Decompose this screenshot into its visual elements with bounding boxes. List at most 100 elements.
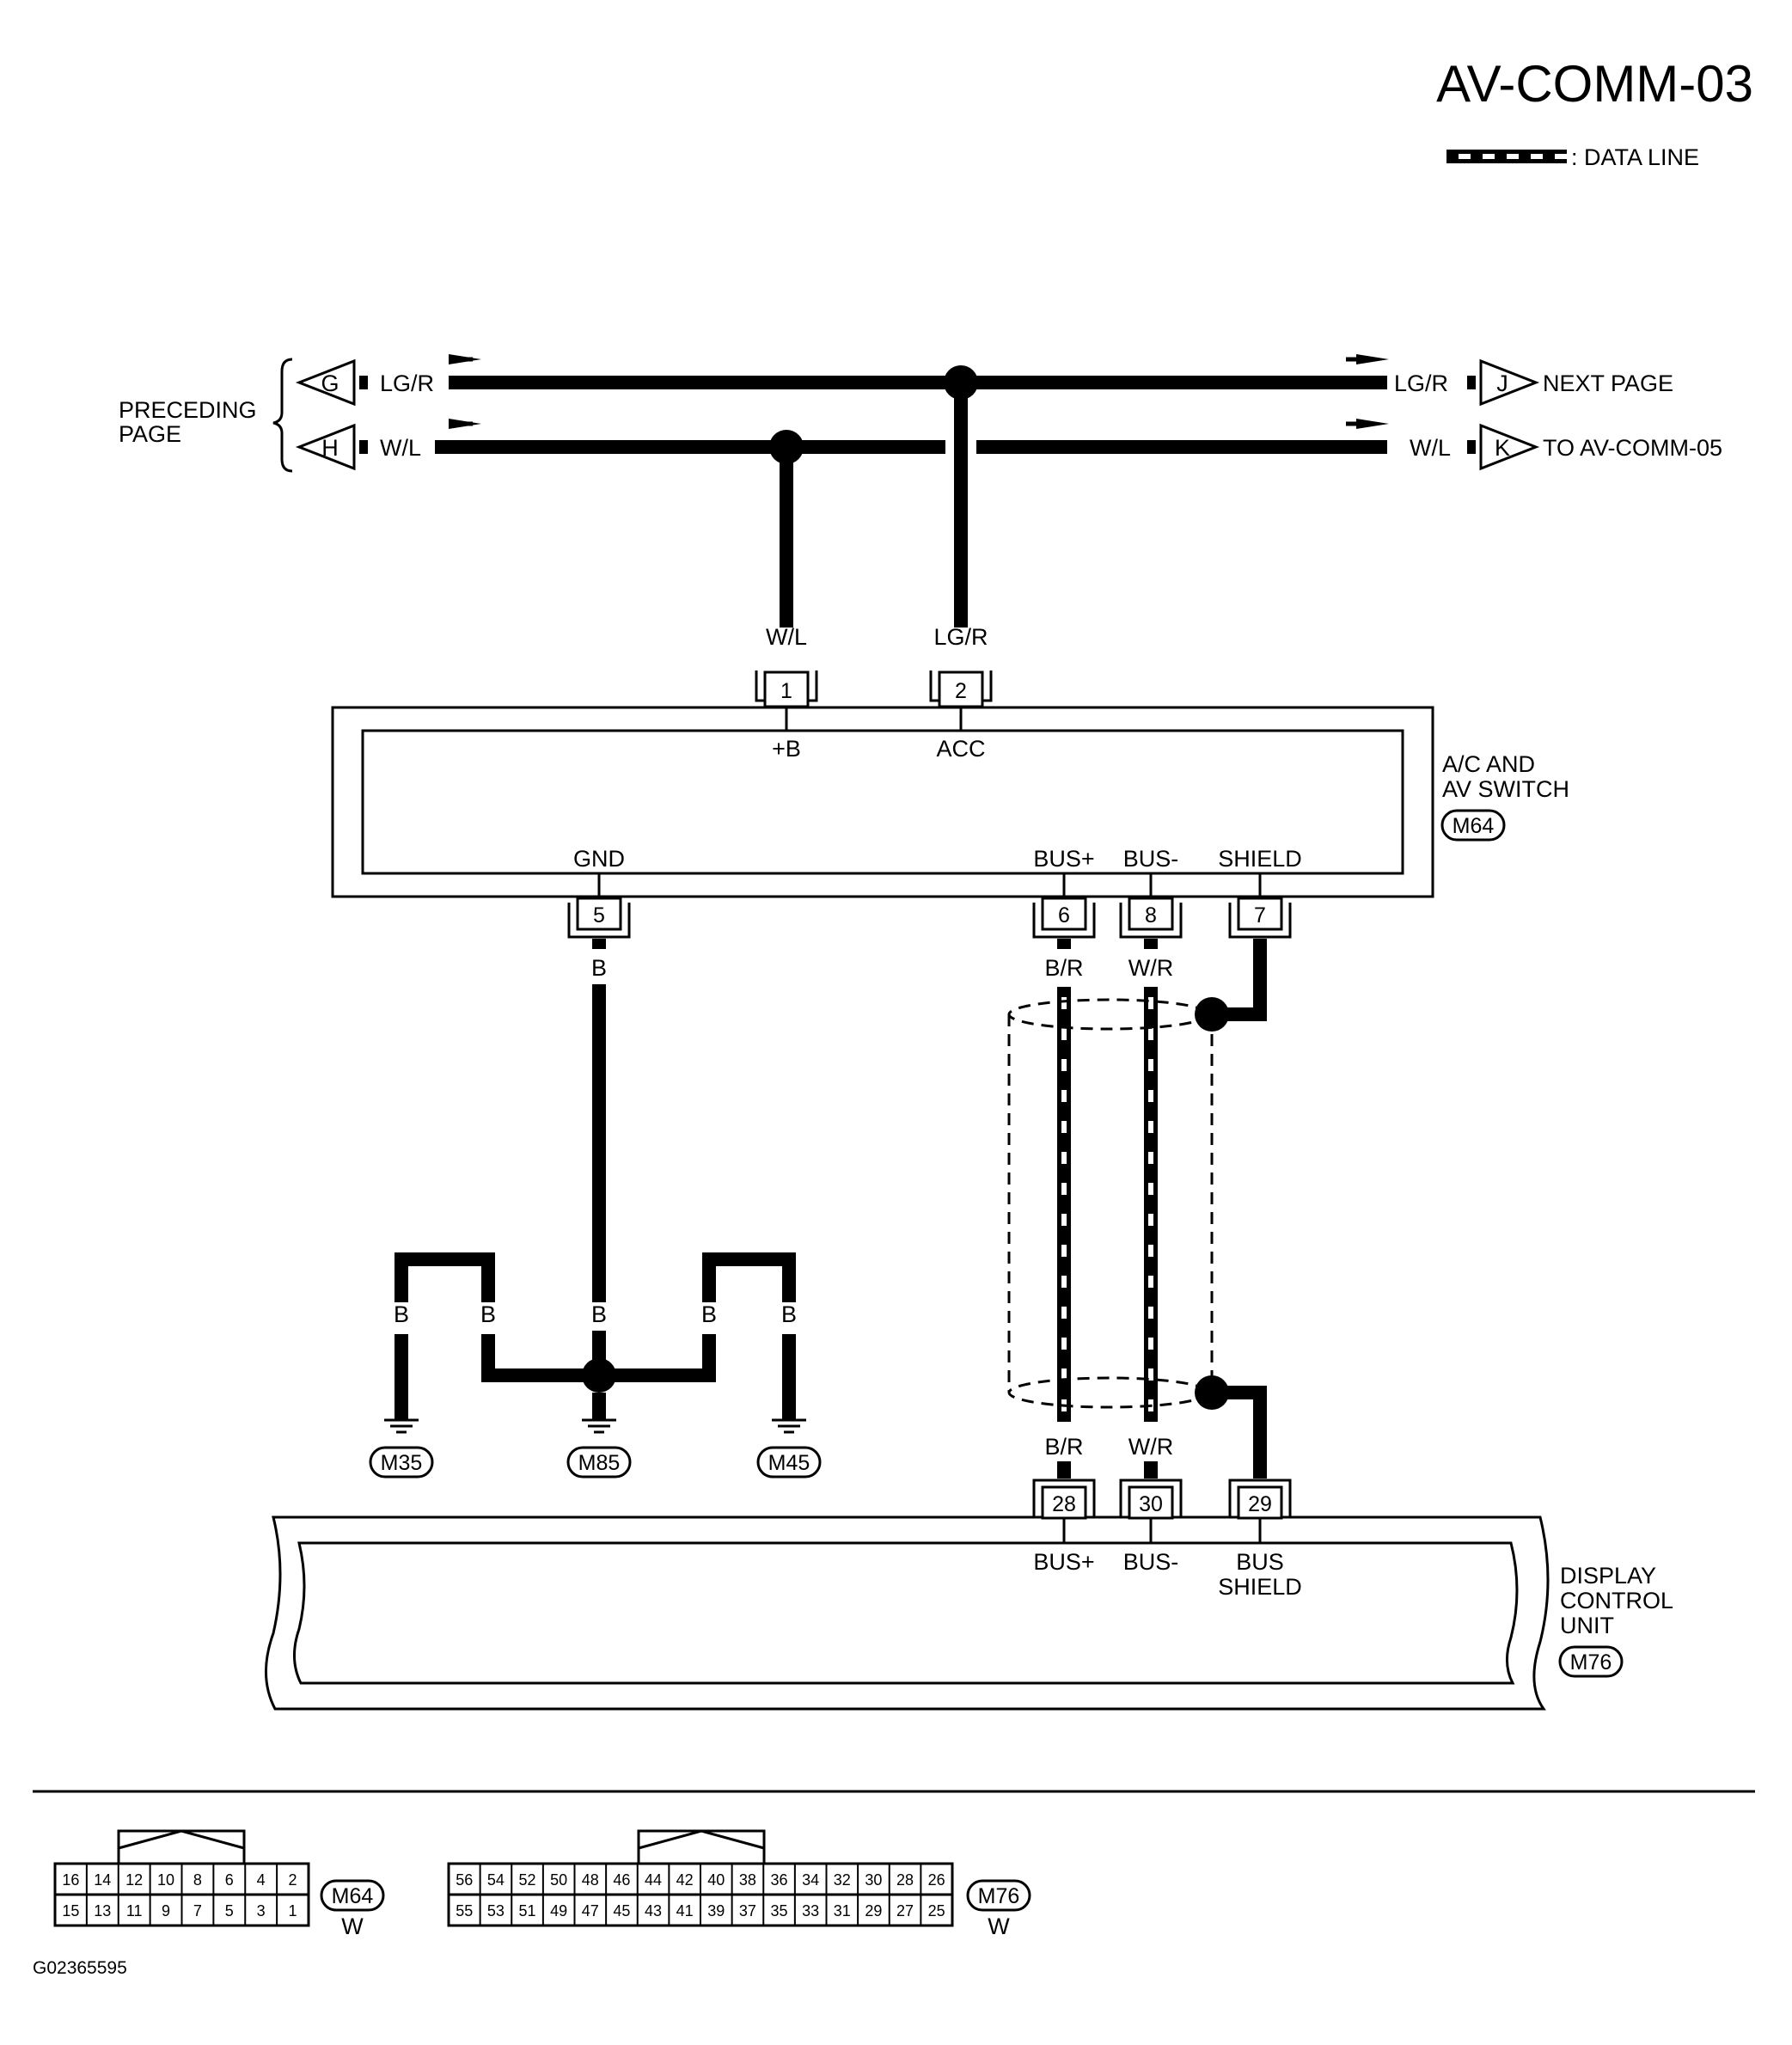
- m76-pin-cell: 37: [739, 1902, 756, 1919]
- preceding-page-label: PRECEDING: [119, 397, 257, 423]
- m64-pin-cell: 11: [126, 1902, 143, 1919]
- to-av-comm-05-label: TO AV-COMM-05: [1543, 435, 1722, 461]
- terminal-gnd: GND: [573, 846, 625, 872]
- m64-pin-cell: 13: [94, 1902, 111, 1919]
- svg-text:29: 29: [1248, 1492, 1272, 1516]
- data-line-legend: : DATA LINE: [1446, 144, 1699, 170]
- page-title: AV-COMM-03: [1436, 55, 1753, 113]
- m76-pin-cell: 38: [739, 1871, 756, 1889]
- svg-text:30: 30: [1139, 1492, 1163, 1516]
- m64-pin-cell: 12: [125, 1871, 143, 1889]
- m76-connector-badge: [1558, 1645, 1624, 1678]
- wl-horizontal-wire: W/L W/L: [380, 419, 1451, 461]
- m76-pin-cell: 44: [645, 1871, 662, 1889]
- ground-symbol-m85: M85: [566, 1418, 632, 1479]
- display-unit-name: DISPLAY: [1560, 1563, 1656, 1589]
- shielded-bus-cable: B/R W/R B/R W/R: [1007, 939, 1267, 1479]
- m76-pin-cell: 41: [676, 1902, 694, 1919]
- m76-pin-cell: 26: [928, 1871, 945, 1889]
- figure-id: G02365595: [33, 1958, 127, 1978]
- wire-color-b: B: [591, 1301, 607, 1327]
- wire-color-wr: W/R: [1128, 1434, 1173, 1460]
- connector-k-label: K: [1495, 435, 1510, 461]
- m76-pin-cell: 25: [928, 1902, 945, 1919]
- m76-pin-cell: 56: [456, 1871, 473, 1889]
- display-unit-inner: [292, 1541, 1519, 1685]
- svg-text:2: 2: [955, 679, 967, 703]
- m76-pin-cell: 29: [865, 1902, 882, 1919]
- av-switch-name-2: AV SWITCH: [1442, 776, 1569, 802]
- terminal-bus-shield-dcu: BUS: [1236, 1549, 1284, 1575]
- wire-color-lgr-right: LG/R: [1394, 370, 1448, 396]
- pin-2: 2 ACC: [929, 670, 993, 762]
- pin-30: 30: [1119, 1479, 1183, 1543]
- m64-pin-cell: 14: [94, 1871, 111, 1889]
- terminal-acc: ACC: [936, 736, 985, 762]
- display-control-unit: DISPLAY CONTROL UNIT M76 28 30 29 BUS+ B…: [265, 1479, 1673, 1711]
- next-page-label: NEXT PAGE: [1543, 370, 1673, 396]
- wire-color-lgr-left: LG/R: [380, 370, 434, 396]
- m64-pin-cell: 15: [62, 1902, 79, 1919]
- m76-view-color: W: [988, 1913, 1010, 1939]
- terminal-bus-minus-dcu: BUS-: [1123, 1549, 1179, 1575]
- svg-text:6: 6: [1058, 903, 1070, 928]
- m64-pin-cell: 8: [193, 1871, 202, 1889]
- pin-8: 8: [1119, 873, 1183, 939]
- connector-h-label: H: [321, 435, 339, 461]
- av-switch-inner: [361, 729, 1404, 875]
- svg-text:28: 28: [1052, 1492, 1076, 1516]
- wire-color-b: B: [394, 1301, 409, 1327]
- m76-pin-cell: 30: [865, 1871, 882, 1889]
- m76-pin-cell: 31: [834, 1902, 851, 1919]
- connector-j-label: J: [1496, 370, 1508, 396]
- ground-symbol-m35: M35: [369, 1418, 434, 1479]
- m76-pin-cell: 45: [613, 1902, 630, 1919]
- terminal-bus-plus-dcu: BUS+: [1033, 1549, 1094, 1575]
- m76-pin-cell: 43: [645, 1902, 662, 1919]
- data-line-label: : DATA LINE: [1571, 144, 1699, 170]
- shield-splice-dot: [1195, 997, 1229, 1032]
- terminal-bus-shield-dcu-2: SHIELD: [1218, 1574, 1302, 1600]
- ground-m35-label: M35: [381, 1451, 423, 1475]
- pin-7: 7: [1228, 873, 1292, 939]
- wire-color-br: B/R: [1044, 955, 1083, 981]
- m76-pin-cell: 52: [519, 1871, 536, 1889]
- m76-pin-cell: 36: [771, 1871, 788, 1889]
- m76-pin-cell: 42: [676, 1871, 694, 1889]
- connector-g-arrow: [295, 358, 356, 407]
- pin-5: 5: [567, 873, 631, 939]
- wire-color-b: B: [591, 955, 607, 981]
- m76-view-label: M76: [978, 1884, 1020, 1908]
- av-switch-unit: A/C AND AV SWITCH M64 1 +B 2 ACC GND BUS…: [331, 670, 1569, 939]
- m64-pin-cell: 9: [162, 1902, 170, 1919]
- display-unit-name-3: UNIT: [1560, 1613, 1614, 1638]
- m64-pin-cell: 10: [157, 1871, 174, 1889]
- ground-m45-label: M45: [768, 1451, 810, 1475]
- data-line-bus-minus: [1144, 987, 1158, 1422]
- ground-wiring: B B B B B B M35 M85: [369, 939, 822, 1479]
- svg-text:7: 7: [1254, 903, 1266, 928]
- wire-color-wr: W/R: [1128, 955, 1173, 981]
- pin-29: 29: [1228, 1479, 1292, 1543]
- svg-text:8: 8: [1145, 903, 1157, 928]
- m76-pin-cell: 27: [896, 1902, 914, 1919]
- wire-color-wl-right: W/L: [1410, 435, 1451, 461]
- m64-pin-cell: 2: [289, 1871, 297, 1889]
- m64-view-color: W: [341, 1913, 364, 1939]
- terminal-plus-b: +B: [772, 736, 801, 762]
- m76-pin-cell: 33: [802, 1902, 819, 1919]
- m76-pin-cell: 53: [487, 1902, 505, 1919]
- m64-pin-cell: 6: [225, 1871, 234, 1889]
- av-switch-name: A/C AND: [1442, 751, 1535, 777]
- wire-color-wl-pin1: W/L: [766, 624, 807, 650]
- connector-g-label: G: [321, 370, 339, 396]
- m76-pin-cell: 49: [550, 1902, 567, 1919]
- m64-view-label: M64: [332, 1884, 374, 1908]
- m76-pin-cell: 48: [582, 1871, 599, 1889]
- m76-pin-cell: 35: [771, 1902, 788, 1919]
- data-line-bus-plus: [1057, 987, 1071, 1422]
- m64-pin-cell: 16: [62, 1871, 79, 1889]
- m76-pin-cell: 54: [487, 1871, 505, 1889]
